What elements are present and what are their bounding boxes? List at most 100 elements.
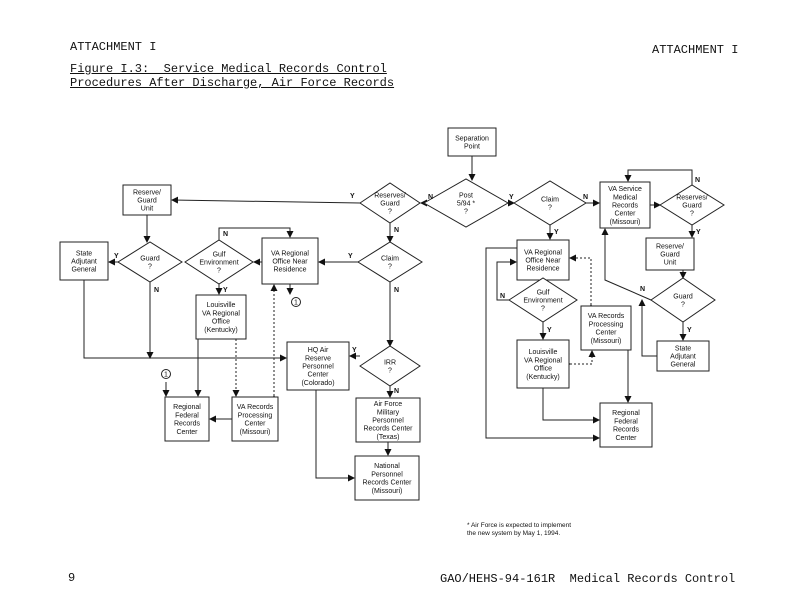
node-text: VA Service [608, 186, 642, 193]
process-box [231, 396, 279, 442]
node-r_reserves: Reserves/Guard? [659, 184, 725, 226]
process-box [447, 127, 497, 157]
edge-label-y: Y [223, 287, 228, 294]
edge-label-y: Y [509, 194, 514, 201]
process-box [122, 184, 172, 216]
edge-label-n: N [428, 194, 433, 201]
node-text: Adjutant [71, 259, 97, 266]
node-text: Reserve [305, 355, 331, 362]
node-text: Personnel [372, 418, 404, 425]
node-text: (Missouri) [372, 488, 403, 495]
node-r_claim: Claim? [513, 180, 587, 226]
decision-diamond [422, 178, 510, 228]
node-text: Federal [175, 412, 199, 419]
node-text: Guard [673, 293, 693, 300]
process-box [656, 340, 710, 372]
node-text: Residence [526, 266, 559, 273]
connector-label: 1 [294, 299, 298, 306]
node-text: ? [148, 264, 152, 271]
process-box [355, 397, 421, 443]
node-text: Center [307, 372, 329, 379]
edge-label-y: Y [352, 347, 357, 354]
node-text: VA Records [588, 313, 625, 320]
process-box [516, 339, 570, 389]
node-text: Gulf [537, 289, 550, 296]
edge-state-hq [83, 280, 287, 362]
node-text: Reserve/ [133, 189, 161, 196]
header-attachment-left: ATTACHMENT I [70, 40, 157, 54]
node-text: 5/94 * [457, 201, 476, 208]
edge-label-y: Y [687, 327, 692, 334]
node-text: ? [217, 268, 221, 275]
edge-reserves-vasmrc [624, 169, 693, 185]
node-text: ? [388, 264, 392, 271]
edge-label-y: Y [547, 327, 552, 334]
decision-diamond [184, 239, 254, 285]
figure-title-line1: Figure I.3: Service Medical Records Cont… [70, 62, 387, 76]
process-box [354, 455, 420, 501]
edge-label-y: Y [114, 253, 119, 260]
node-text: General [72, 267, 97, 274]
node-text: Records [613, 427, 640, 434]
process-box [195, 294, 247, 340]
node-text: (Missouri) [610, 219, 641, 226]
edge-rguard-vasmrc [601, 228, 652, 301]
edge-label-y: Y [696, 229, 701, 236]
decision-diamond [659, 184, 725, 226]
node-text: Separation [455, 135, 489, 142]
node-text: Center [244, 421, 266, 428]
edge-rvaro-varpc-dotted [569, 254, 595, 311]
edge-label-y: Y [348, 253, 353, 260]
node-text: ? [388, 368, 392, 375]
node-text: Records [612, 203, 639, 210]
decision-diamond [359, 182, 421, 224]
node-text: (Missouri) [591, 338, 622, 345]
edge-label-n: N [394, 287, 399, 294]
decision-diamond [508, 277, 578, 323]
node-text: VA Records [237, 404, 274, 411]
node-text: Office Near [272, 259, 308, 266]
edge-hq-nprc [315, 390, 355, 482]
node-text: Unit [664, 260, 677, 267]
node-text: Military [377, 409, 400, 416]
node-text: Louisville [529, 349, 558, 356]
node-l_claim: Claim? [357, 241, 423, 283]
process-box [286, 341, 350, 391]
node-text: Point [464, 144, 480, 151]
node-text: Federal [614, 418, 638, 425]
node-text: (Kentucky) [204, 327, 237, 334]
node-text: ? [690, 211, 694, 218]
node-text: Records Center [363, 426, 413, 433]
node-text: General [671, 362, 696, 369]
node-text: Reserve/ [656, 243, 684, 250]
edge-label-n: N [583, 194, 588, 201]
decision-diamond [359, 345, 421, 387]
node-text: Center [176, 429, 198, 436]
node-text: Louisville [207, 302, 236, 309]
node-text: (Kentucky) [526, 374, 559, 381]
node-text: VA Regional [524, 249, 562, 256]
node-text: Office Near [525, 258, 561, 265]
header-attachment-right: ATTACHMENT I [652, 43, 739, 57]
figure-title-line2: Procedures After Discharge, Air Force Re… [70, 76, 395, 90]
footnote-line2: the new system by May 1, 1994. [467, 530, 561, 537]
process-box [59, 241, 109, 281]
edge-label-n: N [394, 388, 399, 395]
node-text: State [675, 345, 691, 352]
